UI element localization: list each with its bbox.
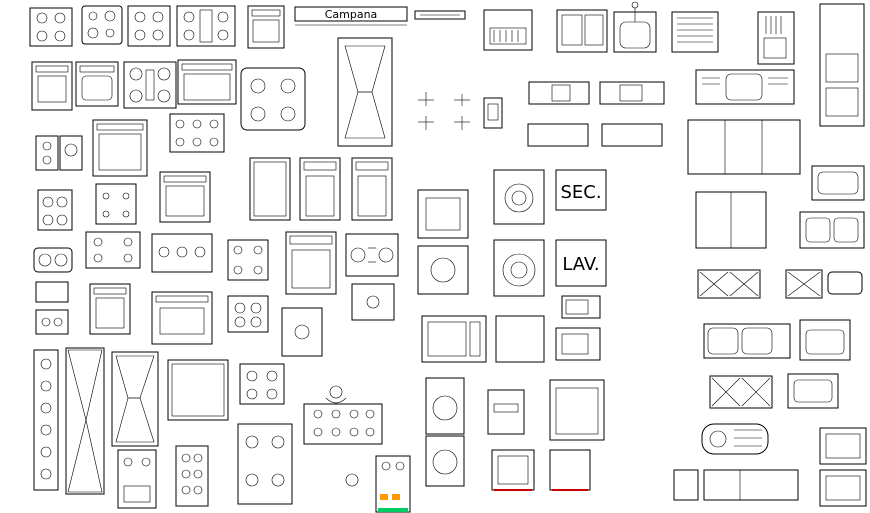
sink-icon: [757, 11, 795, 65]
range-icon: [75, 61, 119, 107]
hood-icon: [111, 351, 159, 447]
washer-icon: [493, 169, 545, 225]
faucet-icon: [418, 92, 470, 130]
range-icon: [159, 171, 211, 223]
cooktop-icon: [59, 135, 83, 171]
washer-icon: [417, 245, 469, 295]
cooktop-icon: [151, 233, 213, 273]
cooktop-icon: [345, 233, 399, 277]
sink-icon: [701, 423, 769, 455]
cooktop-icon: [37, 189, 73, 231]
sink-icon: [785, 269, 823, 299]
cooktop-icon: [227, 239, 269, 281]
cooktop-icon: [239, 363, 285, 405]
dishwasher-icon: [299, 157, 341, 221]
cooktop-icon: [33, 247, 73, 273]
range-icon: [177, 59, 237, 105]
washer-icon: [417, 189, 469, 239]
washer-icon: [425, 377, 465, 435]
refrigerator-icon: [249, 157, 291, 221]
cooktop-icon: [169, 113, 225, 153]
sec-label: SEC.: [560, 182, 601, 203]
hood-label-box: Campana: [294, 6, 408, 26]
sink-icon: [599, 81, 665, 105]
cabinet-icon: [673, 469, 699, 501]
sink-icon: [703, 323, 791, 359]
sink-icon: [799, 319, 851, 361]
range-icon: [285, 231, 337, 295]
sink-icon: [811, 165, 865, 201]
sink-icon: [528, 81, 590, 105]
sink-icon: [787, 373, 839, 409]
dryer-icon: [425, 435, 465, 487]
dishwasher-icon: [351, 157, 393, 221]
cooktop-icon: [35, 135, 59, 171]
hood-label: Campana: [325, 8, 378, 21]
cooktop-icon: [281, 307, 323, 357]
range-icon: [31, 61, 73, 111]
cabinet-icon: [819, 469, 867, 507]
cooktop-icon: [33, 349, 59, 491]
dishwasher-icon: [483, 9, 533, 51]
microwave-icon: [561, 295, 601, 319]
range-icon: [601, 123, 663, 147]
range-icon: [92, 119, 148, 177]
dishwasher-icon: [527, 123, 589, 147]
cooktop-icon: [35, 309, 69, 335]
cooktop-icon: [176, 5, 236, 47]
dryer-icon: [493, 239, 545, 297]
sink-icon: [697, 269, 761, 299]
lav-label: LAV.: [562, 254, 599, 275]
cooktop-icon: [95, 183, 137, 225]
range-icon: [151, 291, 213, 345]
microwave-icon: [487, 389, 525, 435]
cooktop-icon: [85, 231, 141, 269]
range-icon: [549, 379, 605, 441]
dishwasher-icon: [491, 449, 535, 491]
cooktop-icon: [123, 61, 177, 109]
cabinet-icon: [687, 119, 801, 175]
sink-icon: [556, 9, 608, 53]
cooktop-icon: [237, 423, 293, 505]
sink-icon: [827, 271, 863, 295]
outlet-icon: [483, 97, 503, 129]
sec-label-box: SEC.: [555, 169, 607, 211]
sink-icon: [671, 11, 719, 53]
cooktop-icon: [240, 67, 306, 131]
sink-icon: [709, 375, 773, 409]
microwave-icon: [421, 315, 487, 363]
range-icon: [89, 283, 131, 335]
cooktop-icon: [127, 5, 171, 47]
dishwasher-icon: [549, 449, 591, 491]
cooktop-icon: [175, 445, 209, 507]
microwave-icon: [495, 315, 545, 363]
refrigerator-icon: [819, 3, 865, 127]
range-icon: [247, 5, 285, 49]
sink-icon: [613, 1, 657, 53]
cooktop-icon: [29, 7, 73, 47]
cooktop-icon: [351, 283, 395, 321]
cooktop-icon: [117, 449, 157, 509]
refrigerator-icon: [167, 359, 229, 421]
sink-icon: [799, 211, 865, 249]
cabinet-icon: [703, 469, 799, 501]
microwave-icon: [555, 327, 601, 361]
hood-icon: [65, 347, 105, 495]
hood-icon: [337, 37, 393, 147]
cooktop-icon: [375, 455, 411, 513]
cabinet-icon: [695, 191, 767, 249]
cooktop-icon: [227, 295, 269, 333]
person-icon: [325, 385, 359, 487]
cooktop-icon: [35, 281, 69, 303]
cabinet-icon: [819, 427, 867, 465]
cooktop-icon: [81, 5, 123, 45]
hood-strip-icon: [414, 10, 466, 20]
lav-label-box: LAV.: [555, 239, 607, 287]
cooktop-icon: [303, 403, 383, 445]
sink-icon: [695, 69, 795, 105]
